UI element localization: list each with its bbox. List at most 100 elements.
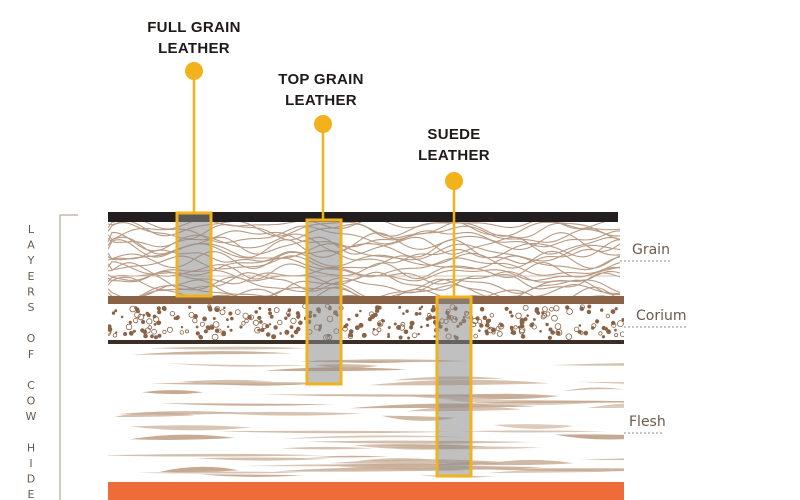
side-label-letter: L bbox=[28, 223, 35, 236]
corium-speck bbox=[254, 326, 261, 334]
flesh-streak bbox=[462, 400, 624, 404]
corium-speck bbox=[509, 325, 514, 330]
corium-speck bbox=[479, 323, 484, 328]
corium-speck bbox=[617, 320, 624, 328]
corium-speck bbox=[540, 314, 546, 320]
side-label-letter: R bbox=[27, 285, 35, 298]
corium-speck bbox=[534, 307, 540, 312]
corium-speck bbox=[396, 324, 402, 330]
corium-speck bbox=[207, 305, 212, 311]
corium-speck bbox=[600, 308, 604, 312]
corium-speck bbox=[179, 330, 184, 335]
corium-speck bbox=[112, 333, 118, 338]
corium-speck bbox=[549, 306, 554, 312]
side-label-letter: O bbox=[27, 395, 36, 408]
corium-speck bbox=[545, 311, 551, 317]
corium-speck bbox=[387, 332, 390, 336]
corium-speck bbox=[418, 312, 422, 316]
corium-speck bbox=[398, 335, 403, 340]
corium-speck bbox=[143, 333, 148, 339]
corium-top-band bbox=[108, 296, 624, 304]
corium-speck bbox=[508, 310, 513, 314]
corium-speck bbox=[296, 314, 301, 319]
corium-speck bbox=[202, 316, 208, 322]
flesh-streak bbox=[168, 363, 311, 367]
corium-speck bbox=[135, 307, 140, 312]
corium-speck bbox=[359, 309, 362, 313]
corium-speck bbox=[153, 335, 158, 340]
flesh-streak bbox=[149, 346, 309, 350]
corium-speck bbox=[132, 329, 136, 333]
corium-speck bbox=[254, 310, 259, 314]
corium-speck bbox=[614, 328, 617, 332]
top-grain-title-line-2: LEATHER bbox=[285, 92, 357, 109]
corium-speck bbox=[431, 304, 436, 309]
corium-speck bbox=[565, 305, 570, 310]
corium-speck bbox=[547, 335, 553, 340]
corium-speck bbox=[555, 329, 563, 336]
corium-speck bbox=[123, 331, 128, 336]
corium-speck bbox=[566, 308, 573, 315]
corium-speck bbox=[398, 305, 402, 309]
corium-speck bbox=[284, 316, 288, 320]
corium-speck bbox=[523, 317, 528, 322]
suede-title-line-2: LEATHER bbox=[418, 147, 490, 164]
corium-speck bbox=[146, 318, 153, 325]
corium-speck bbox=[587, 304, 592, 309]
corium-speck bbox=[269, 314, 274, 319]
corium-speck bbox=[387, 325, 391, 329]
corium-speck bbox=[120, 315, 124, 319]
corium-speck bbox=[484, 322, 490, 328]
corium-speck bbox=[128, 320, 132, 324]
full-grain-title-line-1: FULL GRAIN bbox=[147, 19, 241, 36]
corium-speck bbox=[211, 333, 219, 340]
corium-speck bbox=[257, 328, 261, 332]
corium-speck bbox=[432, 315, 436, 320]
corium-speck bbox=[594, 319, 600, 324]
corium-speck bbox=[142, 329, 148, 335]
corium-speck bbox=[198, 334, 203, 339]
corium-layer bbox=[108, 304, 624, 340]
corium-speck bbox=[133, 317, 139, 324]
corium-speck bbox=[152, 314, 157, 319]
corium-speck bbox=[542, 306, 548, 313]
corium-speck bbox=[260, 327, 265, 332]
corium-speck bbox=[550, 330, 555, 335]
corium-speck bbox=[478, 329, 481, 332]
corium-speck bbox=[137, 313, 144, 321]
corium-speck bbox=[287, 308, 292, 312]
suede-title-line-1: SUEDE bbox=[427, 126, 480, 143]
corium-speck bbox=[377, 320, 384, 327]
corium-speck bbox=[573, 326, 580, 332]
corium-speck bbox=[433, 335, 436, 338]
full-grain-title-line-2: LEATHER bbox=[158, 40, 230, 57]
corium-speck bbox=[244, 318, 249, 324]
corium-speck bbox=[217, 328, 222, 333]
corium-speck bbox=[621, 318, 624, 322]
side-label-letter: S bbox=[28, 301, 35, 314]
corium-speck bbox=[214, 307, 220, 313]
corium-speck bbox=[273, 307, 280, 314]
corium-speck bbox=[533, 318, 536, 321]
corium-speck bbox=[522, 304, 529, 311]
corium-label: Corium bbox=[636, 308, 687, 324]
corium-speck bbox=[114, 331, 118, 334]
corium-speck bbox=[162, 329, 167, 334]
corium-speck bbox=[565, 333, 572, 340]
corium-speck bbox=[583, 330, 589, 336]
corium-speck bbox=[381, 318, 384, 322]
corium-speck bbox=[195, 325, 199, 329]
corium-speck bbox=[376, 327, 382, 333]
corium-speck bbox=[601, 335, 606, 339]
flesh-streak bbox=[562, 387, 624, 392]
corium-speck bbox=[520, 334, 526, 339]
corium-speck bbox=[489, 313, 495, 318]
corium-speck bbox=[354, 325, 360, 331]
flesh-streak bbox=[160, 403, 335, 406]
side-label-letter: H bbox=[27, 441, 35, 454]
corium-speck bbox=[605, 313, 611, 319]
corium-speck bbox=[225, 318, 229, 322]
corium-speck bbox=[279, 332, 282, 335]
corium-speck bbox=[553, 305, 560, 312]
